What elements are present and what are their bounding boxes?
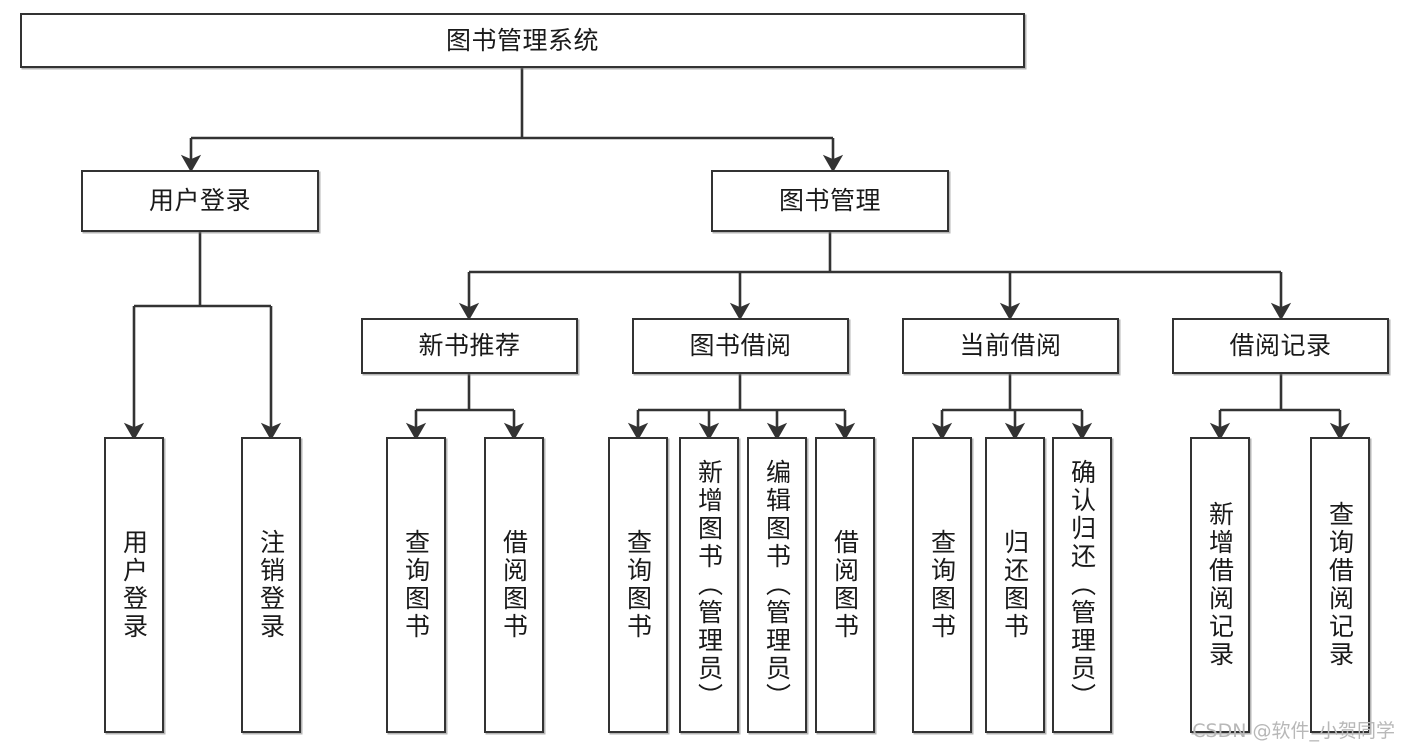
node-leaf-query-book-2[interactable]: 查询图书	[608, 437, 668, 733]
node-label: 图书管理	[778, 186, 881, 215]
node-leaf-borrow-book-1[interactable]: 借阅图书	[484, 437, 544, 733]
node-label: 编辑图书（管理员）	[762, 459, 792, 711]
node-label: 借阅图书	[830, 529, 860, 641]
node-leaf-confirm-return[interactable]: 确认归还（管理员）	[1052, 437, 1112, 733]
node-leaf-user-logout[interactable]: 注销登录	[241, 437, 301, 733]
node-label: 借阅记录	[1229, 331, 1332, 360]
node-label: 用户登录	[148, 186, 251, 215]
csdn-watermark: CSDN @软件_小贺同学	[1192, 720, 1395, 742]
node-label: 新增图书（管理员）	[694, 459, 724, 711]
node-leaf-return-book[interactable]: 归还图书	[985, 437, 1045, 733]
node-leaf-add-record[interactable]: 新增借阅记录	[1190, 437, 1250, 733]
node-label: 新增借阅记录	[1205, 501, 1235, 669]
node-leaf-edit-book[interactable]: 编辑图书（管理员）	[747, 437, 807, 733]
node-label: 借阅图书	[499, 529, 529, 641]
node-leaf-query-record[interactable]: 查询借阅记录	[1310, 437, 1370, 733]
node-root-system[interactable]: 图书管理系统	[20, 13, 1025, 68]
node-book-manage[interactable]: 图书管理	[711, 170, 949, 232]
node-label: 图书借阅	[689, 331, 792, 360]
node-label: 查询借阅记录	[1325, 501, 1355, 669]
node-label: 确认归还（管理员）	[1067, 459, 1097, 711]
node-leaf-user-login[interactable]: 用户登录	[104, 437, 164, 733]
node-label: 查询图书	[927, 529, 957, 641]
node-leaf-query-book-3[interactable]: 查询图书	[912, 437, 972, 733]
node-label: 当前借阅	[959, 331, 1062, 360]
node-label: 图书管理系统	[445, 25, 599, 55]
node-label: 新书推荐	[418, 331, 521, 360]
node-current-borrow[interactable]: 当前借阅	[902, 318, 1119, 374]
node-label: 注销登录	[256, 529, 286, 641]
node-label: 查询图书	[623, 529, 653, 641]
node-book-borrow[interactable]: 图书借阅	[632, 318, 849, 374]
node-leaf-borrow-book-2[interactable]: 借阅图书	[815, 437, 875, 733]
node-borrow-record[interactable]: 借阅记录	[1172, 318, 1389, 374]
node-label: 归还图书	[1000, 529, 1030, 641]
node-label: 用户登录	[119, 529, 149, 641]
node-user-login[interactable]: 用户登录	[81, 170, 319, 232]
node-leaf-add-book[interactable]: 新增图书（管理员）	[679, 437, 739, 733]
node-label: 查询图书	[401, 529, 431, 641]
node-new-book-recommend[interactable]: 新书推荐	[361, 318, 578, 374]
node-leaf-query-book-1[interactable]: 查询图书	[386, 437, 446, 733]
